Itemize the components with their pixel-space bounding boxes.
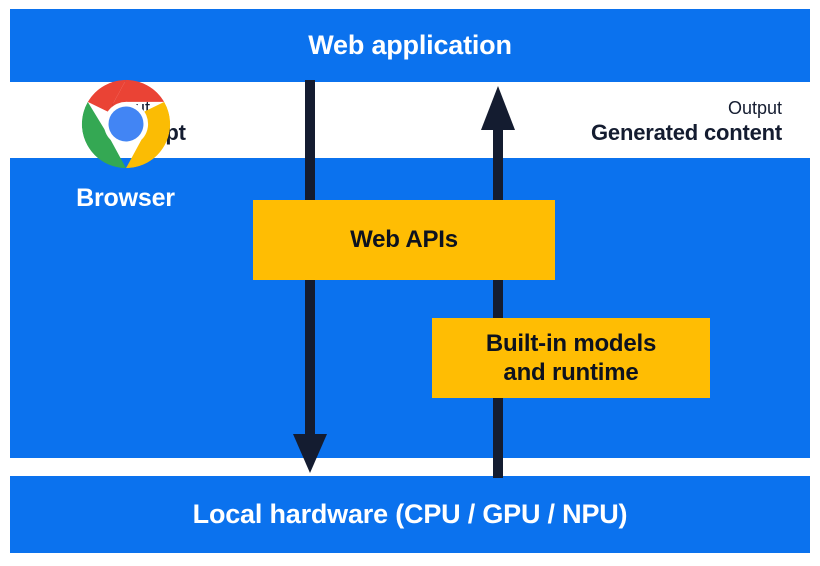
- band-local-hardware: Local hardware (CPU / GPU / NPU): [10, 476, 810, 553]
- browser-identity-group: Browser: [57, 78, 194, 211]
- box-web-apis[interactable]: Web APIs: [253, 200, 555, 280]
- band-web-application: Web application: [10, 9, 810, 82]
- output-value-label: Generated content: [591, 120, 782, 146]
- chrome-logo-icon: [81, 79, 170, 169]
- box-builtin-models-line1: Built-in models: [485, 329, 657, 357]
- box-builtin-models-line2: and runtime: [503, 359, 639, 386]
- box-builtin-models[interactable]: Built-in models and runtime: [432, 318, 710, 398]
- output-label-group: Output Generated content: [591, 98, 782, 146]
- box-builtin-models-label: Built-in models and runtime: [485, 329, 657, 388]
- arrow-up-generated-content-icon: [481, 86, 515, 478]
- band-local-hardware-label: Local hardware (CPU / GPU / NPU): [192, 499, 628, 529]
- band-browser-label: Browser: [76, 184, 175, 212]
- band-web-application-label: Web application: [308, 30, 512, 60]
- output-kind-label: Output: [727, 98, 782, 118]
- box-web-apis-label: Web APIs: [350, 226, 458, 254]
